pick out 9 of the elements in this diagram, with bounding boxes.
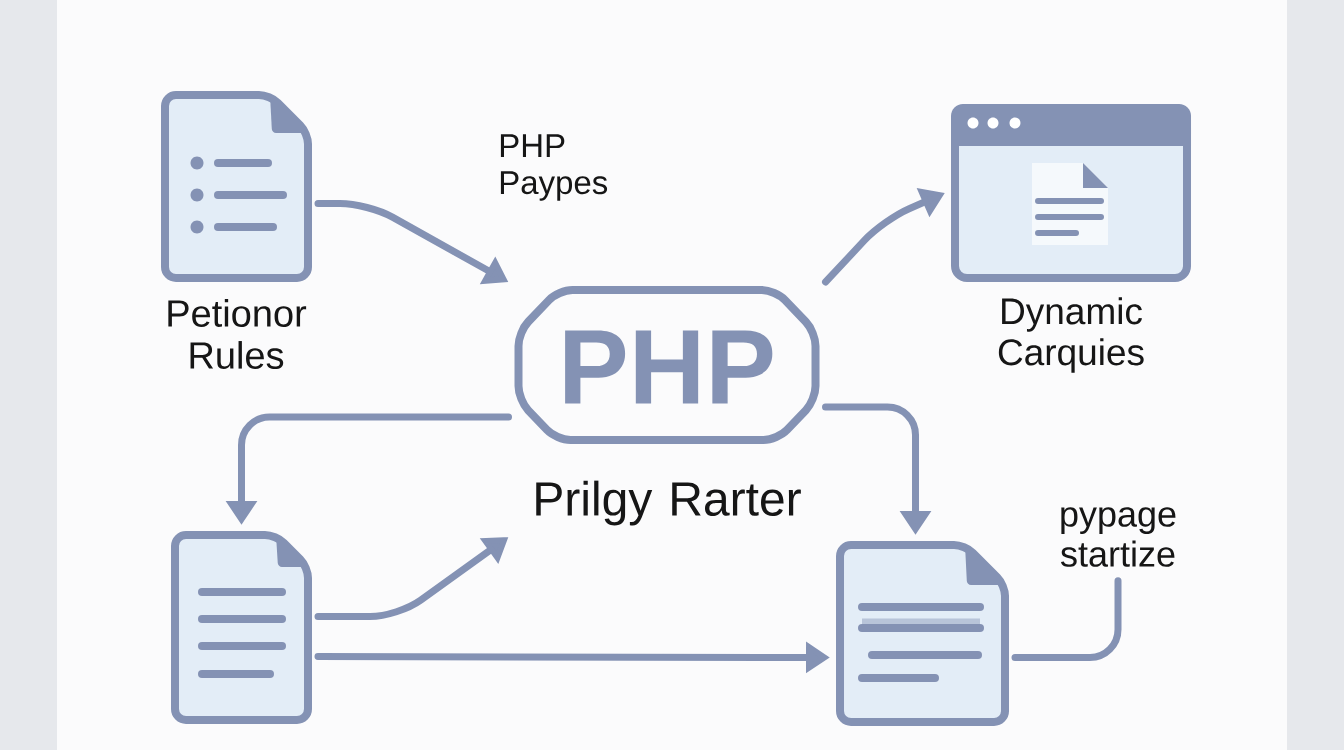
annotation-text: pypage startize (1061, 507, 1176, 567)
document-icon (171, 531, 312, 724)
icon-caption: Petionor Rules (168, 299, 307, 369)
document-icon (836, 541, 1009, 726)
process-box: PHP (514, 286, 820, 444)
icon-caption: Dynamic Carquies (998, 297, 1144, 373)
box-caption: Prilgy Rarter (536, 480, 801, 526)
edge-label: PHP Paypes (500, 134, 608, 201)
leader-line (1011, 577, 1122, 661)
